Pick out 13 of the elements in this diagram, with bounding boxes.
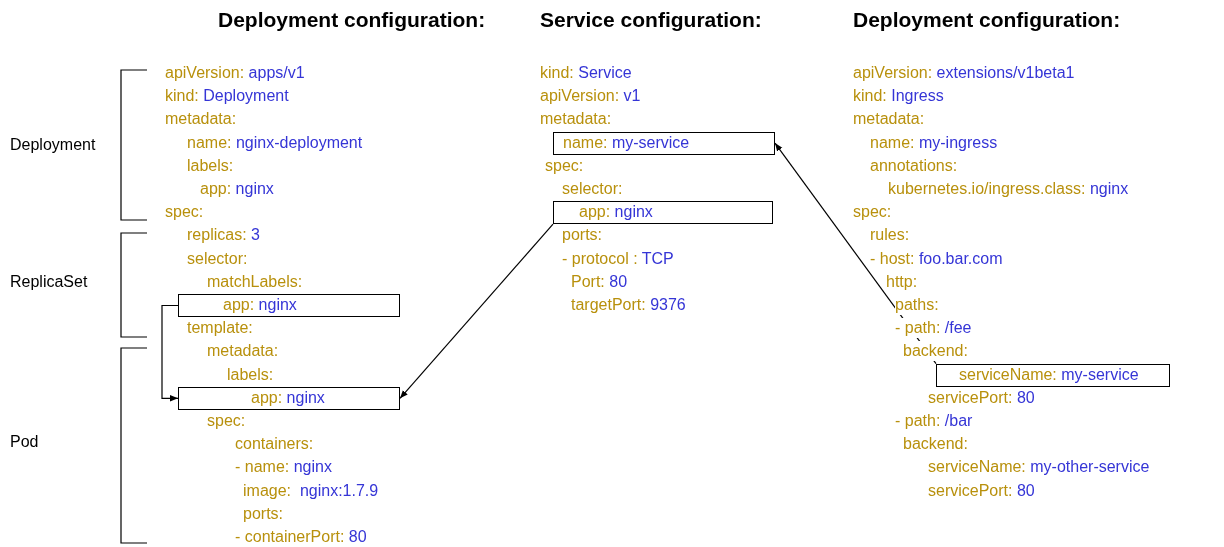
highlight-box	[936, 363, 1170, 387]
column-heading: Deployment configuration:	[218, 7, 486, 33]
column-heading: Service configuration:	[540, 7, 762, 33]
highlight-box	[553, 201, 773, 225]
bracket-label: Pod	[10, 432, 39, 452]
highlight-box	[178, 294, 400, 317]
column-heading: Deployment configuration:	[853, 7, 1121, 33]
arrow	[161, 304, 179, 402]
arrow	[399, 223, 554, 399]
highlight-box	[178, 386, 400, 410]
highlight-box	[553, 131, 775, 155]
bracket-label: Deployment	[10, 135, 96, 155]
bracket-label: ReplicaSet	[10, 272, 88, 292]
